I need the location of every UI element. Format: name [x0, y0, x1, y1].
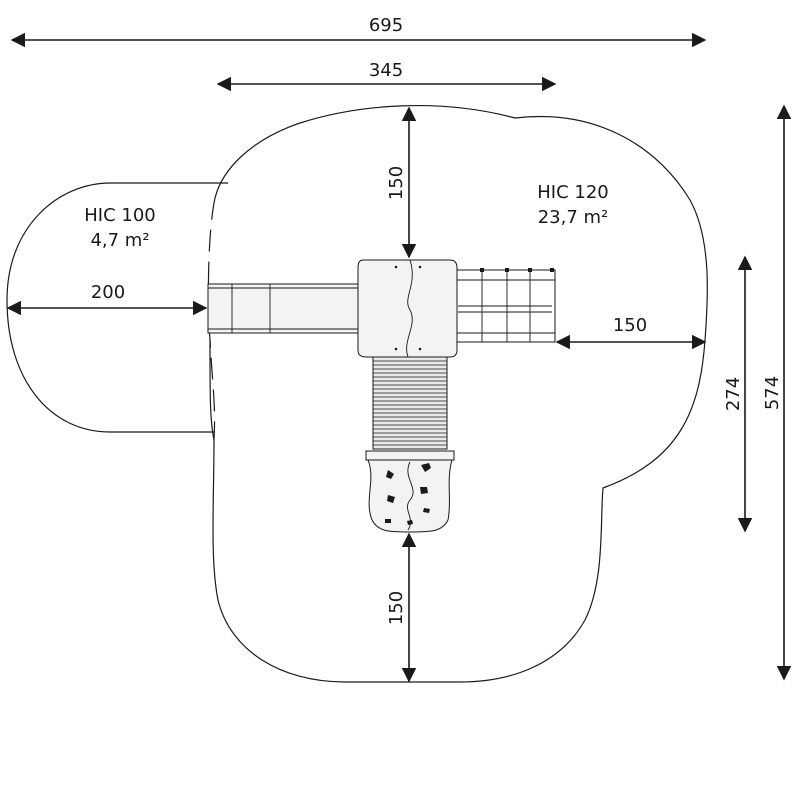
- platform-roof: [357, 259, 458, 358]
- dimension-top-clearance-label: 150: [386, 166, 407, 200]
- dimension-bottom-clearance-label: 150: [386, 591, 407, 625]
- zone-hic-120-area: 23,7 m²: [538, 207, 609, 228]
- safety-zone-hic-120-outline: [209, 105, 708, 683]
- dimension-total-width-label: 695: [369, 15, 403, 36]
- dimension-total-width: 695: [10, 15, 707, 48]
- net-ladder: [454, 268, 556, 343]
- dimension-structure-depth-label: 274: [723, 377, 744, 411]
- dimension-top-clearance: 150: [386, 106, 417, 259]
- dimension-bottom-clearance: 150: [386, 532, 417, 683]
- slide: [207, 283, 361, 334]
- tunnel: [372, 356, 448, 450]
- dimension-right-clearance-label: 150: [613, 315, 647, 336]
- tunnel-ribs: [373, 360, 447, 446]
- dimension-total-depth: 574: [762, 104, 792, 681]
- dimension-total-depth-label: 574: [762, 376, 783, 410]
- dimension-structure-depth: 274: [723, 255, 753, 533]
- dimension-left-clearance: 200: [6, 282, 208, 316]
- dimension-platform-span-label: 345: [369, 60, 403, 81]
- zone-hic-120-name: HIC 120: [537, 182, 609, 203]
- dimension-left-clearance-label: 200: [91, 282, 125, 303]
- safety-zone-hic-120-boundary-dashed: [207, 197, 216, 441]
- safety-zone-hic-100-outline: [6, 182, 228, 433]
- dimension-right-clearance: 150: [555, 315, 707, 350]
- zone-hic-100-area: 4,7 m²: [90, 230, 149, 251]
- dimension-platform-span: 345: [216, 60, 557, 92]
- climbing-wall: [365, 450, 455, 533]
- zone-hic-100-name: HIC 100: [84, 205, 156, 226]
